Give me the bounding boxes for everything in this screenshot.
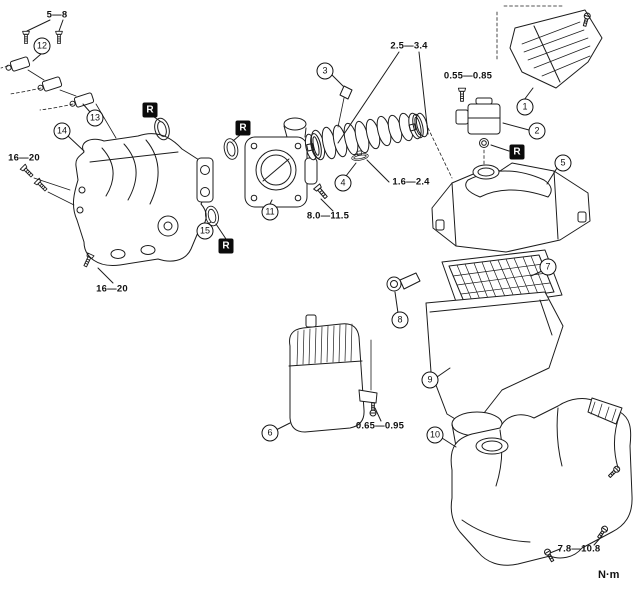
air-cleaner-cover — [431, 162, 591, 253]
torque-spec: 16—20 — [8, 152, 40, 164]
replace-mark-icon: R — [235, 120, 251, 136]
callout-3: 3 — [316, 62, 334, 80]
callout-13: 13 — [86, 109, 104, 127]
air-flow-sensor — [455, 87, 501, 167]
callout-2: 2 — [528, 122, 546, 140]
callout-11: 11 — [261, 203, 279, 221]
callout-6: 6 — [261, 424, 279, 442]
callout-14: 14 — [53, 122, 71, 140]
throttle-body — [244, 117, 330, 208]
torque-spec: 7.8—10.8 — [557, 543, 601, 555]
callout-4: 4 — [334, 174, 352, 192]
torque-spec: 0.65—0.95 — [355, 420, 405, 432]
torque-spec: 2.5—3.4 — [390, 40, 428, 52]
replace-mark-icon: R — [218, 238, 234, 254]
breather-clip — [386, 272, 421, 292]
torque-units-label: N·m — [598, 569, 620, 581]
vacuum-fittings — [0, 30, 117, 139]
callout-5: 5 — [554, 154, 572, 172]
torque-spec: 8.0—11.5 — [306, 210, 350, 222]
torque-spec: 0.55—0.85 — [443, 70, 493, 82]
intake-air-hose — [304, 85, 453, 179]
callout-10: 10 — [426, 426, 444, 444]
callout-9: 9 — [421, 371, 439, 389]
callout-1: 1 — [516, 98, 534, 116]
splash-shield — [496, 5, 603, 89]
intake-manifold — [19, 133, 214, 269]
leader-lines — [26, 19, 603, 554]
torque-spec: 16—20 — [96, 283, 128, 295]
resonator — [288, 314, 378, 433]
callout-7: 7 — [539, 258, 557, 276]
callout-12: 12 — [33, 37, 51, 55]
torque-spec: 5—8 — [46, 9, 68, 21]
torque-spec: 1.6—2.4 — [392, 176, 430, 188]
replace-mark-icon: R — [142, 102, 158, 118]
replace-mark-icon: R — [509, 144, 525, 160]
callout-15: 15 — [196, 222, 214, 240]
callout-8: 8 — [391, 311, 409, 329]
resonance-chamber — [450, 397, 633, 566]
